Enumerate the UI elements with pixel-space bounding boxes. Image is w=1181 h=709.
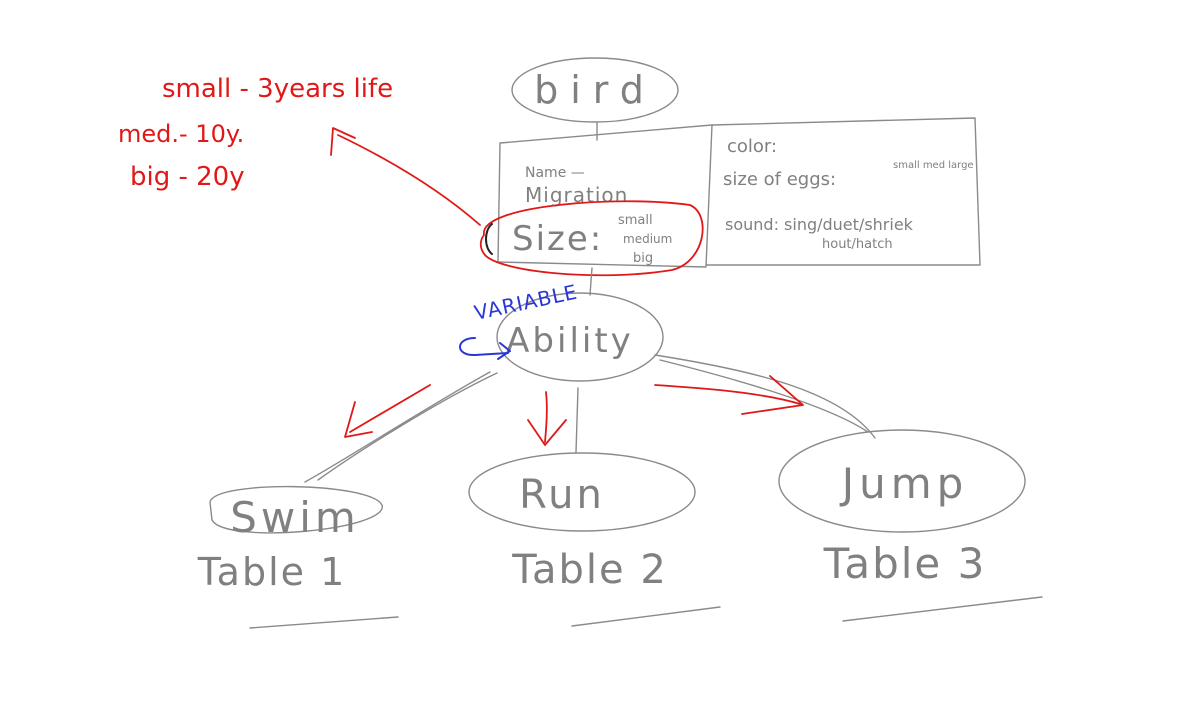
swim-label: Swim <box>230 493 360 542</box>
size-note-arrow-line <box>337 134 481 226</box>
size-note-line-3: big - 20y <box>130 162 245 192</box>
swim-table-underline <box>249 616 399 629</box>
connector-jump-2 <box>659 359 869 433</box>
variable-arrow-line <box>459 337 509 357</box>
size-note-line-1: small - 3years life <box>162 74 393 104</box>
red-arrow-run-line <box>544 391 548 443</box>
connector-swim <box>317 372 498 481</box>
size-highlight-circle <box>479 200 704 277</box>
run-table-underline <box>571 606 721 627</box>
child-node-jump: Jump Table 3 <box>778 429 1043 622</box>
jump-table-underline <box>842 596 1043 622</box>
run-label: Run <box>519 472 605 518</box>
swim-ellipse <box>209 485 383 534</box>
swim-table-label: Table 1 <box>197 550 347 594</box>
jump-table-label: Table 3 <box>823 539 987 588</box>
attribute-sound-cont: hout/hatch <box>822 237 893 252</box>
ability-label: Ability <box>506 321 634 361</box>
variable-annotation: VARIABLE <box>472 280 580 325</box>
child-node-run: Run Table 2 <box>468 452 721 627</box>
red-arrow-run-head <box>527 419 567 446</box>
connector-run <box>575 387 579 453</box>
red-arrow-jump-line <box>654 384 801 405</box>
red-arrow-swim-line <box>349 384 431 433</box>
size-option-small: small <box>618 213 653 228</box>
root-node: bird <box>511 57 679 123</box>
size-option-medium: medium <box>623 232 672 246</box>
connector-jump <box>654 354 876 439</box>
ability-node: Ability <box>496 292 664 382</box>
root-label: bird <box>534 68 656 112</box>
attribute-name: Name — <box>525 165 585 181</box>
attribute-eggs-options: small med large <box>893 160 974 171</box>
variable-arrow-head <box>497 342 511 360</box>
size-bracket-mark <box>485 223 493 255</box>
red-arrow-swim-head <box>344 401 373 438</box>
attribute-sound-label: sound: sing/duet/shriek <box>725 215 914 234</box>
size-note-line-2: med.- 10y. <box>118 120 244 148</box>
connector-swim-2 <box>304 371 491 483</box>
run-table-label: Table 2 <box>511 547 668 593</box>
child-node-swim: Swim Table 1 <box>197 485 399 629</box>
attributes-left-box: Name — Migration Size: small medium big <box>497 124 713 268</box>
size-note-arrow-head <box>330 127 356 156</box>
attributes-right-box: color: size of eggs: small med large sou… <box>705 117 981 266</box>
attribute-color: color: <box>727 136 777 157</box>
jump-ellipse <box>778 429 1026 533</box>
ability-ellipse <box>496 292 664 382</box>
attributes-right-outline <box>705 117 981 266</box>
attributes-left-outline <box>497 124 713 268</box>
jump-label: Jump <box>839 459 969 508</box>
attribute-eggs-label: size of eggs: <box>723 169 836 190</box>
size-option-big: big <box>633 251 653 266</box>
root-ellipse <box>511 57 679 123</box>
red-arrow-jump-head <box>741 375 804 415</box>
size-note: small - 3years life med.- 10y. big - 20y <box>118 74 393 192</box>
run-ellipse <box>468 452 696 532</box>
attribute-size-label: Size: <box>512 219 603 259</box>
box-ability-connector <box>589 267 593 296</box>
